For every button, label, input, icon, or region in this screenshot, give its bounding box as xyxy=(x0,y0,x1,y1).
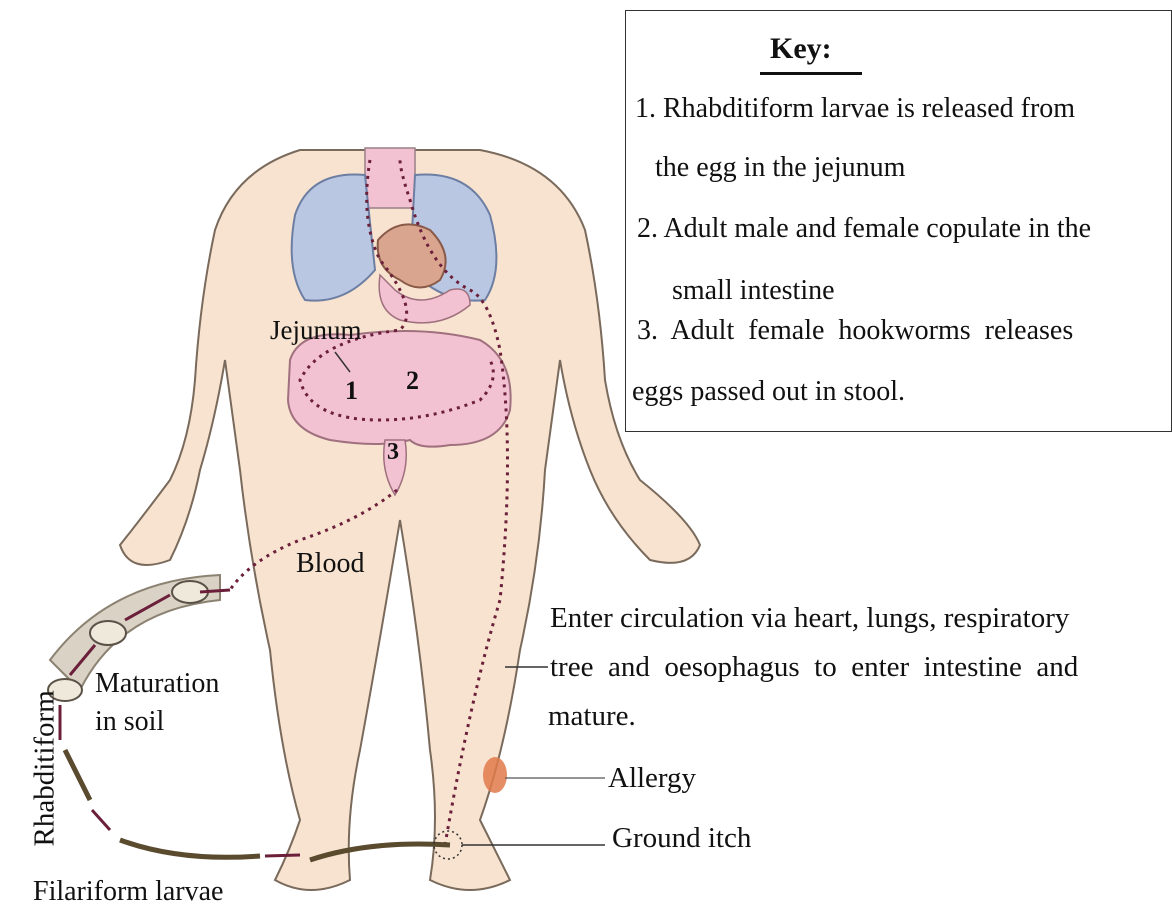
marker-1: 1 xyxy=(345,376,358,406)
key-title: Key: xyxy=(770,32,832,66)
key-item-1-line-1: 1. Rhabditiform larvae is released from xyxy=(635,93,1075,125)
ground-itch-label: Ground itch xyxy=(612,822,751,855)
key-item-3-line-1: 3. Adult female hookworms releases xyxy=(637,315,1073,347)
key-item-2-line-2: small intestine xyxy=(672,275,835,307)
key-item-2-line-1: 2. Adult male and female copulate in the xyxy=(637,213,1091,245)
circulation-label-line-3: mature. xyxy=(548,700,636,733)
rhabditiform-larva xyxy=(65,750,90,800)
egg-2 xyxy=(90,621,126,645)
key-item-1-line-2: the egg in the jejunum xyxy=(655,152,905,184)
marker-3: 3 xyxy=(387,439,399,466)
filariform-label: Filariform larvae xyxy=(33,876,223,908)
filariform-larva xyxy=(120,840,260,857)
maturation-label-line-1: Maturation xyxy=(95,668,219,700)
marker-2: 2 xyxy=(406,366,419,396)
intestines xyxy=(288,331,511,447)
trachea xyxy=(365,148,415,208)
allergy-rash xyxy=(483,757,507,793)
allergy-label: Allergy xyxy=(608,762,696,795)
key-title-underline xyxy=(760,72,862,75)
rhabditiform-label: Rhabditiform xyxy=(29,677,62,847)
jejunum-label: Jejunum xyxy=(270,315,362,346)
key-item-3-line-2: eggs passed out in stool. xyxy=(632,376,905,408)
blood-label: Blood xyxy=(296,548,364,580)
maturation-label-line-2: in soil xyxy=(95,706,164,738)
circulation-label-line-1: Enter circulation via heart, lungs, resp… xyxy=(550,602,1069,635)
circulation-label-line-2: tree and oesophagus to enter intestine a… xyxy=(550,651,1078,684)
